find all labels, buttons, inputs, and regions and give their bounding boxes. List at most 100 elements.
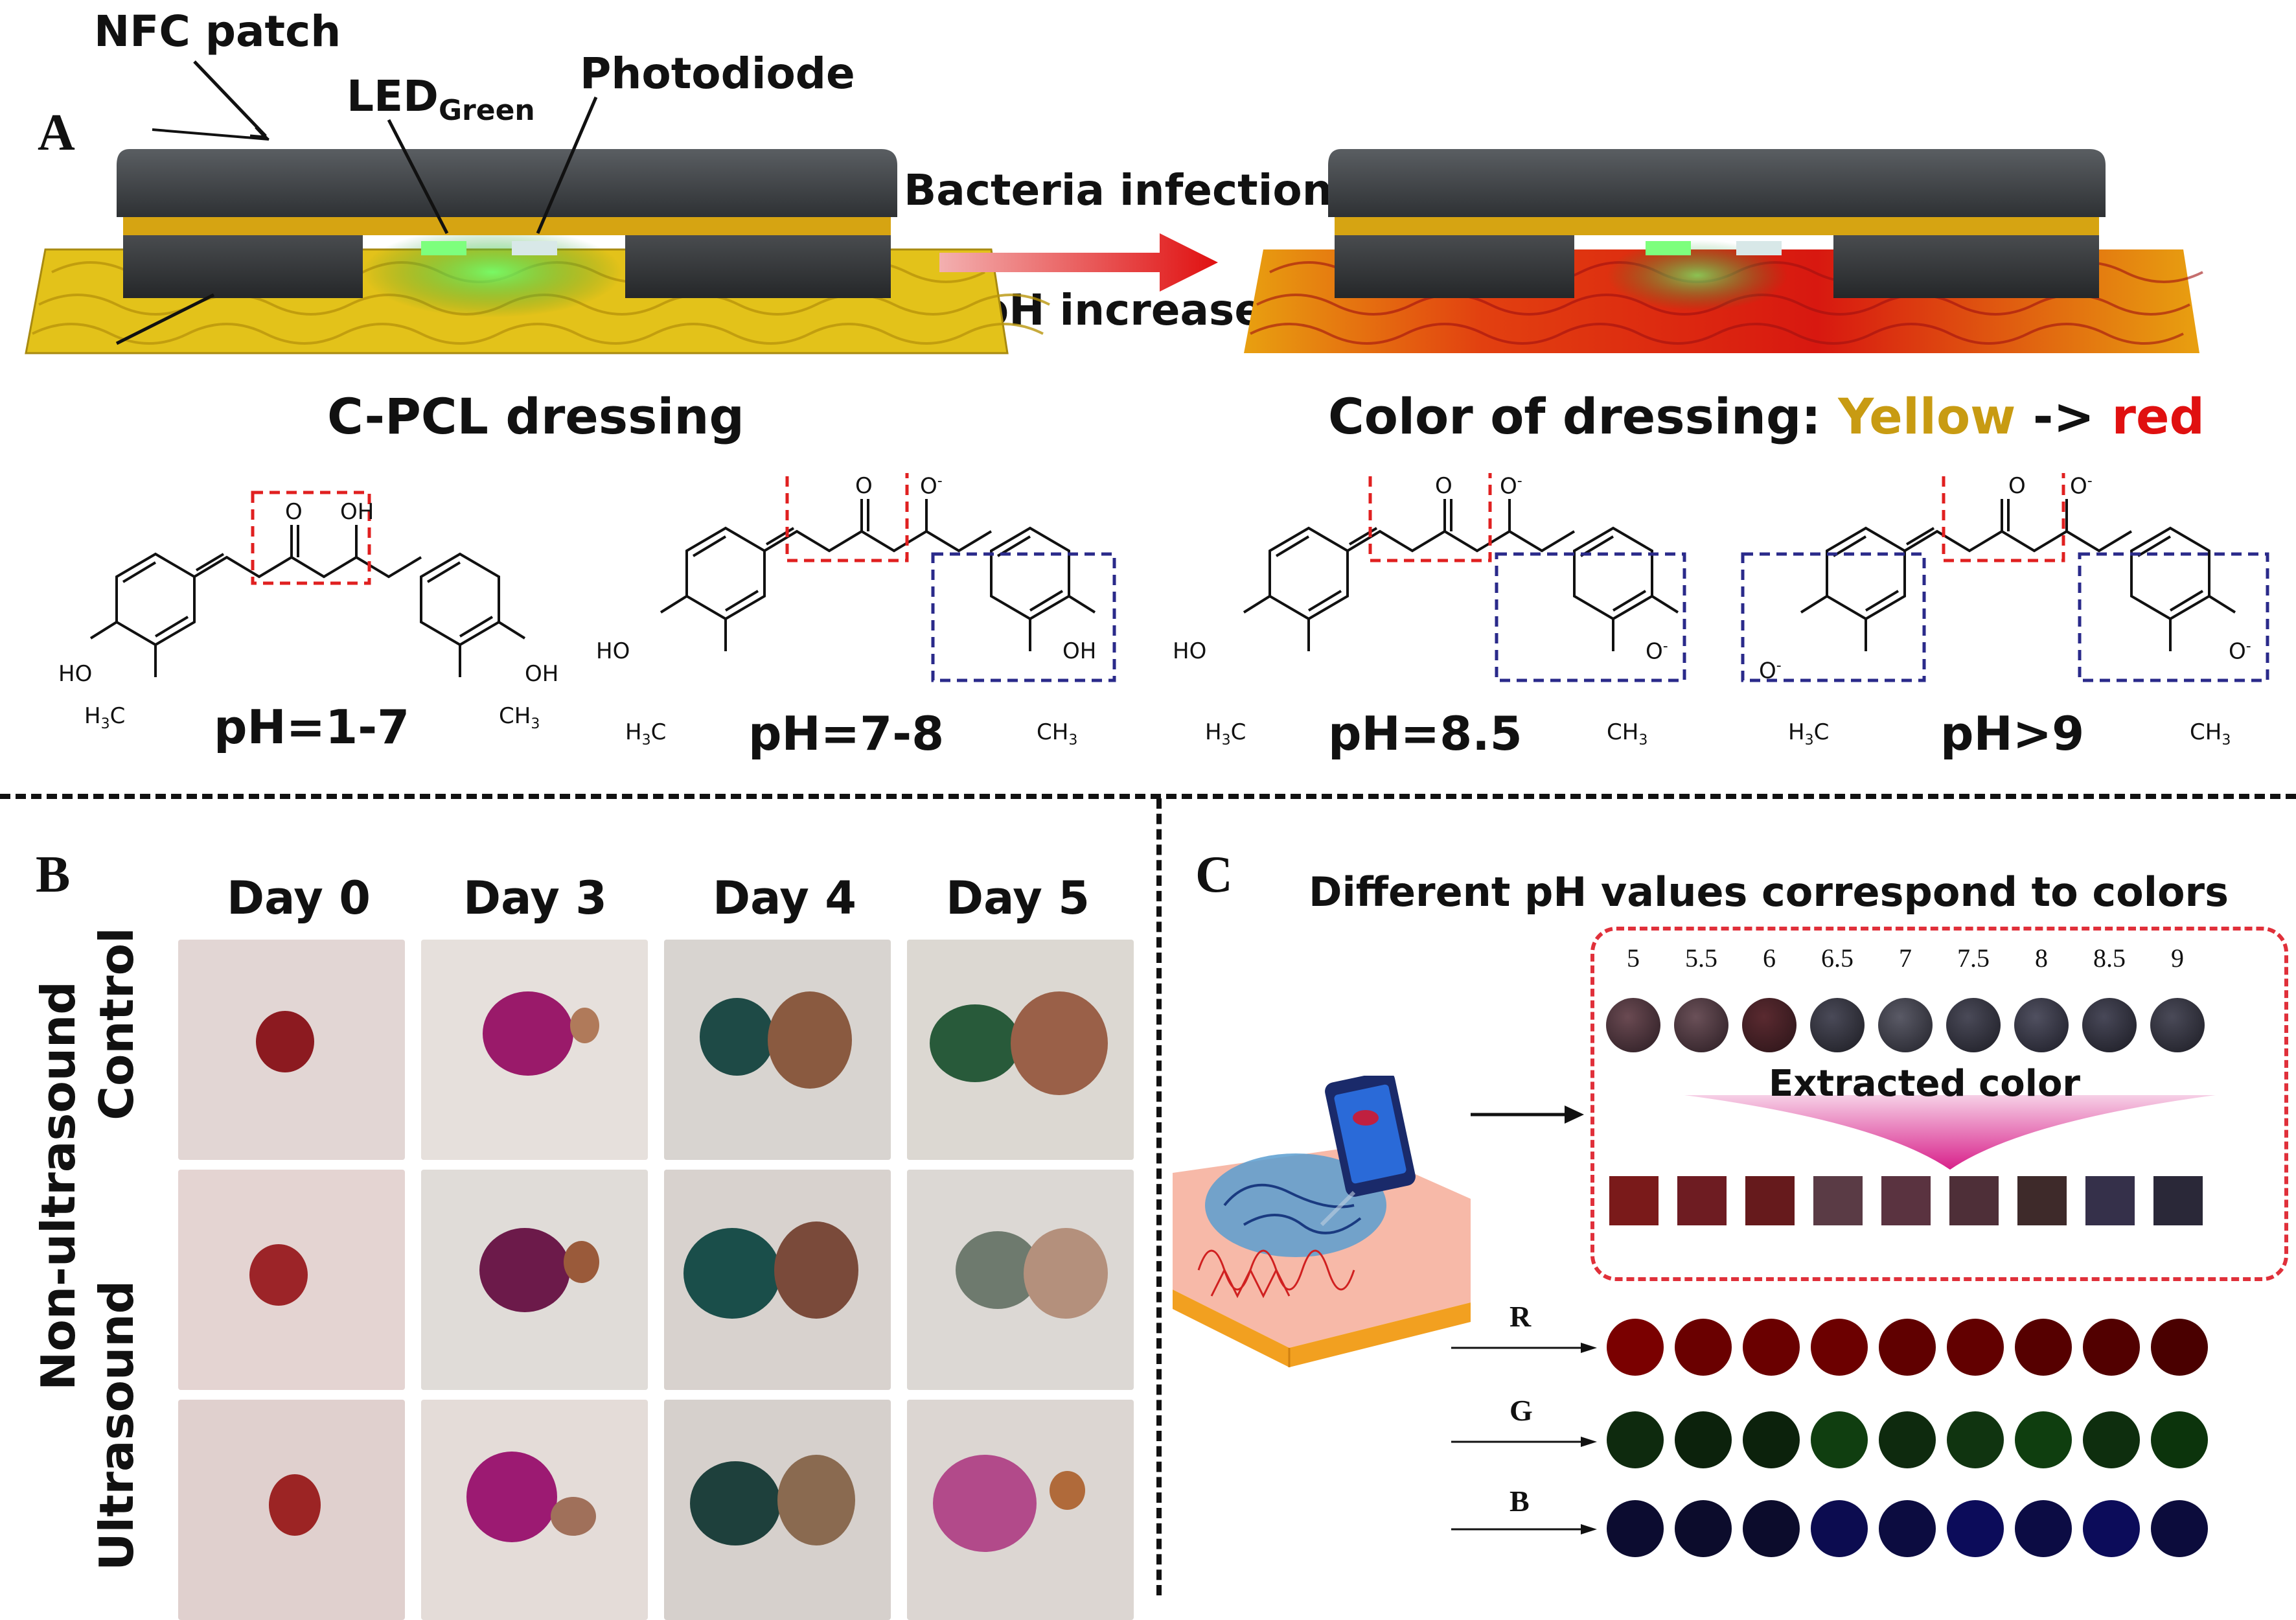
- led-text: LED: [347, 71, 439, 121]
- nfc-patch-label: NFC patch: [94, 6, 341, 56]
- color-arrow: ->: [2015, 388, 2112, 445]
- channel-g-circle: [2151, 1411, 2208, 1468]
- dressing-sample: [1674, 998, 1728, 1052]
- channel-r-circle: [2083, 1319, 2140, 1376]
- device-illustrations: [25, 60, 2203, 354]
- ph-value: 8.5: [2093, 943, 2126, 973]
- channel-b-circle: [2015, 1500, 2072, 1557]
- atom-ominus-4: O-: [2070, 473, 2093, 500]
- panel-c-letter: C: [1195, 846, 1233, 903]
- ph-value: 6.5: [1821, 943, 1854, 973]
- atom-ho-1: HO: [58, 661, 93, 687]
- bacteria-infection-label: Bacteria infection: [904, 165, 1333, 215]
- channel-r-circle: [1811, 1319, 1868, 1376]
- extracted-swatch: [1881, 1176, 1931, 1225]
- atom-ch3-2: CH3: [1037, 719, 1078, 748]
- photo-us-day4: [664, 1400, 891, 1620]
- ph-value: 5: [1627, 943, 1640, 973]
- led-label: LEDGreen: [347, 71, 535, 127]
- photo-control-day3: [421, 940, 648, 1160]
- blue-box-4a: [1741, 552, 1926, 682]
- dressing-sample: [2082, 998, 2137, 1052]
- atom-ominus-4b: O-: [2229, 638, 2251, 665]
- atom-ominus-3: O-: [1500, 473, 1522, 500]
- extracted-swatch: [2017, 1176, 2067, 1225]
- dressing-sample: [1742, 998, 1797, 1052]
- day-4-label: Day 4: [713, 872, 856, 925]
- day-5-label: Day 5: [946, 872, 1090, 925]
- extracted-swatch: [1813, 1176, 1863, 1225]
- panel-c-title: Different pH values correspond to colors: [1309, 868, 2229, 916]
- dressing-sample: [1810, 998, 1865, 1052]
- red-box-4: [1942, 473, 2065, 562]
- ph-label-4: pH>9: [1940, 706, 2085, 761]
- channel-r-circle: [2151, 1319, 2208, 1376]
- ph-label-3: pH=8.5: [1328, 706, 1522, 761]
- extracted-swatch: [1609, 1176, 1659, 1225]
- extracted-color-box: [1590, 927, 2288, 1281]
- right-block: [625, 233, 891, 298]
- channel-r-circle: [2015, 1319, 2072, 1376]
- panel-b-letter: B: [36, 846, 71, 903]
- atom-ho-3: HO: [1173, 638, 1207, 664]
- nfc-top-cover: [117, 149, 897, 217]
- channel-g-circle: [1879, 1411, 1936, 1468]
- dressing-sample: [1878, 998, 1933, 1052]
- photodiode-label: Photodiode: [580, 49, 855, 98]
- channel-r-circle: [1607, 1319, 1664, 1376]
- channel-b-circle: [2151, 1500, 2208, 1557]
- channel-r-circle: [1947, 1319, 2004, 1376]
- transition-arrow: [939, 233, 1218, 292]
- atom-oh-1: OH: [340, 499, 374, 525]
- right-device: [1244, 149, 2203, 353]
- day-3-label: Day 3: [463, 872, 607, 925]
- channel-g-circle: [1743, 1411, 1800, 1468]
- curcumin-structures: [89, 473, 2269, 682]
- channel-b-circle: [2083, 1500, 2140, 1557]
- channel-g-circle: [1675, 1411, 1732, 1468]
- photo-us-day5: [907, 1400, 1134, 1620]
- extracted-color-label: Extracted color: [1769, 1063, 2081, 1105]
- non-ultrasound-label: Non-ultrasound: [31, 981, 86, 1391]
- skin-phone-illustration: [1173, 1076, 1471, 1367]
- atom-ominus-3b: O-: [1646, 638, 1668, 665]
- dressing-sample: [1946, 998, 2001, 1052]
- color-yellow: Yellow: [1838, 388, 2016, 445]
- atom-ho-2: HO: [596, 638, 630, 664]
- atom-h3c-3: H3C: [1205, 719, 1246, 748]
- atom-oh-2: OH: [1062, 638, 1097, 664]
- vertical-divider: [1156, 798, 1162, 1595]
- extracted-swatch: [2153, 1176, 2203, 1225]
- atom-o-2: O: [855, 473, 873, 499]
- gold-layer: [123, 217, 891, 235]
- atom-o-1: O: [285, 499, 303, 525]
- channel-b-circle: [1607, 1500, 1664, 1557]
- extracted-swatch: [1745, 1176, 1795, 1225]
- channel-r-circle: [1879, 1319, 1936, 1376]
- atom-ch3-4: CH3: [2190, 719, 2231, 748]
- blue-box-2: [931, 552, 1116, 682]
- atom-ch3-1: CH3: [499, 703, 540, 732]
- channel-g-circle: [1811, 1411, 1868, 1468]
- channel-b-circle: [1811, 1500, 1868, 1557]
- channel-g-circle: [1607, 1411, 1664, 1468]
- led-sub: Green: [438, 94, 535, 128]
- dressing-sample: [2014, 998, 2069, 1052]
- dressing-sample: [1606, 998, 1660, 1052]
- horizontal-divider: [0, 794, 2296, 799]
- ph-value: 7: [1899, 943, 1912, 973]
- photo-nonus-day0: [178, 1170, 405, 1390]
- channel-g-label: G: [1510, 1394, 1533, 1427]
- day-0-label: Day 0: [227, 872, 371, 925]
- photo-nonus-day3: [421, 1170, 648, 1390]
- photo-control-day0: [178, 940, 405, 1160]
- ph-value: 9: [2171, 943, 2184, 973]
- channel-arrows: [1451, 1343, 1597, 1534]
- channel-b-circle: [1675, 1500, 1732, 1557]
- atom-h3c-1: H3C: [84, 703, 126, 732]
- channel-b-circle: [1947, 1500, 2004, 1557]
- atom-o-3: O: [1435, 473, 1452, 499]
- ph-value: 6: [1763, 943, 1776, 973]
- blue-box-3: [1495, 552, 1686, 682]
- photo-nonus-day4: [664, 1170, 891, 1390]
